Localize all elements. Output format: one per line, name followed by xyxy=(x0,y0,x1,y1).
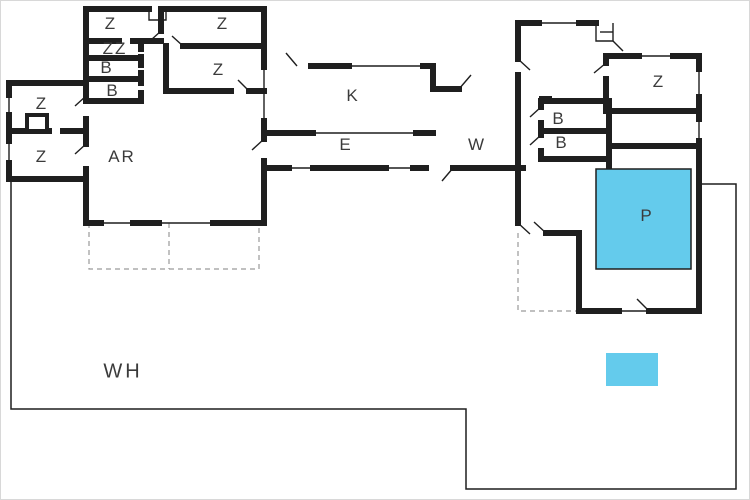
hot-tub xyxy=(606,353,658,386)
room-label-bedroom-nw-2: Z xyxy=(216,14,230,33)
room-label-bedroom-east: Z xyxy=(652,72,666,91)
room-label-bedroom-west-1: Z xyxy=(35,94,49,113)
wall-pier xyxy=(539,96,552,104)
room-label-pool: P xyxy=(640,206,654,225)
room-label-main-area: WH xyxy=(103,360,143,383)
room-label-bedroom-nw-1: Z xyxy=(104,14,118,33)
room-label-bath-east-1: B xyxy=(552,109,566,128)
room-label-closet-zz: ZZ xyxy=(102,39,128,58)
room-label-bath-annex-2: B xyxy=(106,81,120,100)
room-label-bath-east-2: B xyxy=(555,133,569,152)
room-label-bedroom-west-2: Z xyxy=(35,147,49,166)
room-label-bath-annex-1: B xyxy=(100,58,114,77)
chimney-nook xyxy=(25,113,49,133)
room-label-bedroom-annex: Z xyxy=(212,60,226,79)
pool-water xyxy=(595,168,692,270)
room-label-kitchen: K xyxy=(346,86,360,105)
windows-and-doors xyxy=(8,9,700,312)
walls xyxy=(6,6,702,314)
room-label-entry: E xyxy=(339,135,353,154)
terrace-dashed-outline xyxy=(88,223,579,312)
room-label-living-room: W xyxy=(467,135,487,154)
room-label-annex-room: AR xyxy=(108,147,136,166)
property-boundary xyxy=(10,179,737,490)
